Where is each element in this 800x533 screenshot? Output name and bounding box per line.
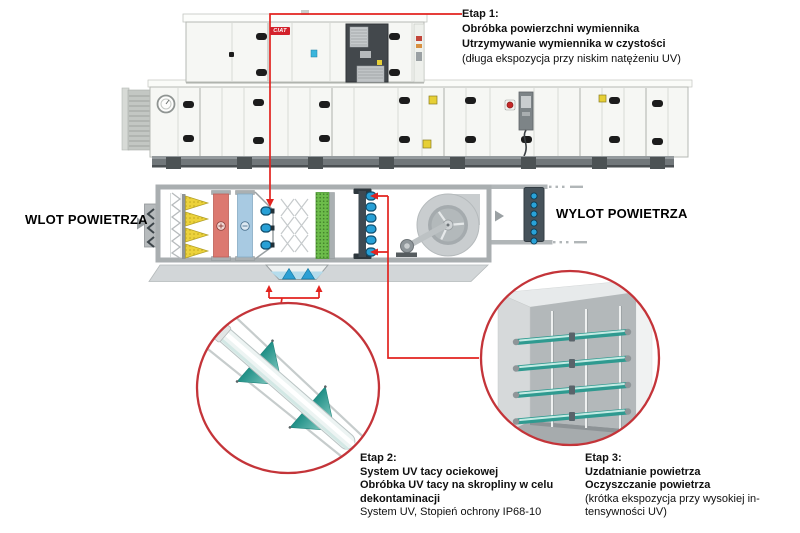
cooling-coil	[235, 190, 255, 261]
etap2-line: System UV tacy ociekowej	[360, 465, 499, 478]
etap1-line: Obróbka powierzchni wymiennika	[462, 23, 640, 35]
red-connectors	[265, 13, 479, 359]
etap1-arrowhead-icon	[266, 199, 274, 207]
cyan-sticker	[310, 49, 318, 58]
etap3-note: tensywności UV)	[585, 506, 667, 518]
power-cable	[523, 129, 527, 157]
drain-triangle-icon	[281, 267, 297, 280]
final-filter	[315, 192, 335, 259]
ahu-photo	[121, 10, 693, 169]
upper-end-strip	[413, 23, 425, 83]
emergency-stop-button	[506, 101, 514, 109]
bag-filter	[182, 194, 210, 259]
inlet-label: WLOT POWIETRZA	[25, 212, 148, 227]
etap2-line: dekontaminacji	[360, 492, 441, 505]
callout-etap3: Etap 3: Uzdatnianie powietrza Oczyszczan…	[585, 452, 760, 520]
detail-uv-duct-section	[479, 269, 661, 447]
outlet-arrow-icon	[495, 210, 504, 222]
callout-etap1: Etap 1: Obróbka powierzchni wymiennika U…	[462, 7, 681, 67]
detail-circle-right	[479, 269, 661, 447]
brand-logo: CIAT	[270, 27, 290, 35]
etap3-line: Uzdatnianie powietrza	[585, 465, 701, 478]
uv-tubes-row	[512, 328, 632, 425]
droplet-eliminator	[280, 198, 309, 253]
lamp-guard-rod	[228, 310, 363, 437]
warning-stickers	[422, 94, 607, 149]
lower-deck-body	[149, 86, 689, 158]
fan-belt	[406, 222, 448, 249]
detail-circle-left	[195, 301, 381, 475]
etap1-heading: Etap 1:	[462, 8, 499, 20]
base-frame	[152, 156, 674, 169]
etap3-heading: Etap 3:	[585, 452, 622, 464]
ahu-schematic	[137, 184, 587, 282]
dark-module	[345, 23, 389, 83]
control-box	[504, 91, 534, 157]
etap2-line: Obróbka UV tacy na skropliny w celu	[360, 479, 554, 491]
drain-pan	[264, 264, 330, 280]
fan-icon	[396, 193, 480, 257]
callout-etap2: Etap 2: System UV tacy ociekowej Obróbka…	[360, 452, 553, 520]
etap1-line: Utrzymywanie wymiennika w czystości	[462, 38, 666, 50]
etap2-note: System UV, Stopień ochrony IP68-10	[360, 506, 542, 518]
etap1-connector	[269, 13, 462, 199]
etap2-heading: Etap 2:	[360, 452, 397, 464]
drain-triangle-icon	[300, 267, 316, 280]
etap3-note: (krótka ekspozycja przy wysokiej in-	[585, 492, 760, 505]
etap3-line: Oczyszczanie powietrza	[585, 479, 711, 491]
uv-lamp-bank-coil	[254, 191, 275, 260]
heating-coil	[211, 190, 231, 261]
outlet-plenum	[491, 184, 587, 245]
upper-deck-roof	[182, 13, 428, 23]
etap1-note: (długa ekspozycja przy niskim natężeniu …	[462, 53, 681, 65]
pleated-prefilter	[170, 192, 182, 259]
detail-uv-lamp-assembly	[195, 301, 381, 475]
lamp-guard-rod	[200, 342, 344, 459]
inlet-arrow-icon	[137, 217, 147, 230]
panel-latches-upper	[229, 33, 400, 76]
outlet-label: WYLOT POWIETRZA	[556, 206, 688, 221]
condensate-water	[270, 271, 324, 279]
etap2-bracket	[268, 291, 320, 305]
uv-lamp-bank-air	[353, 188, 377, 259]
